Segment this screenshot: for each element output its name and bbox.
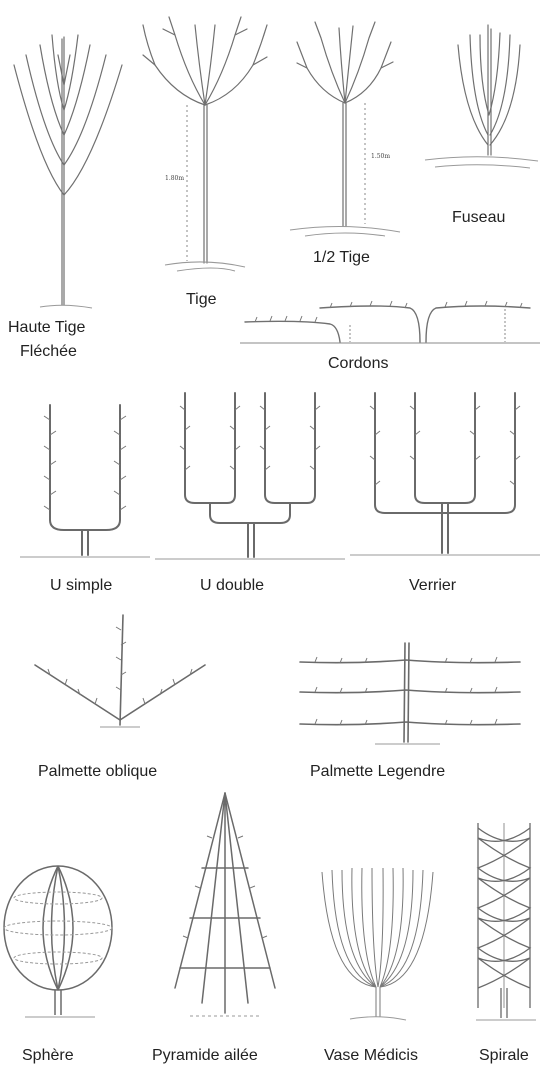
vase-medicis-drawing (310, 862, 445, 1027)
label-sphere: Sphère (22, 1046, 74, 1065)
label-cordons: Cordons (328, 354, 388, 373)
u-simple-drawing (20, 395, 150, 565)
label-fuseau: Fuseau (452, 208, 505, 227)
tige-drawing: 1.80m (135, 5, 275, 280)
palmette-legendre-drawing (295, 640, 525, 750)
label-verrier: Verrier (409, 576, 456, 595)
spirale-drawing (466, 818, 542, 1028)
sphere-drawing (0, 850, 120, 1025)
haute-tige-flechee-drawing (0, 25, 140, 315)
palmette-oblique-drawing (25, 610, 215, 735)
label-tige: Tige (186, 290, 217, 309)
demi-tige-drawing: 1.50m (285, 8, 405, 238)
label-u-double: U double (200, 576, 264, 595)
label-palmette-oblique: Palmette oblique (38, 762, 157, 781)
label-u-simple: U simple (50, 576, 112, 595)
label-pyramide-ailee: Pyramide ailée (152, 1046, 258, 1065)
u-double-drawing (155, 385, 345, 570)
label-spirale: Spirale (479, 1046, 529, 1065)
demi-tige-height: 1.50m (371, 153, 390, 160)
cordons-drawing (240, 292, 540, 347)
label-palmette-legendre: Palmette Legendre (310, 762, 445, 781)
label-vase-medicis: Vase Médicis (324, 1046, 418, 1065)
tige-height: 1.80m (165, 175, 184, 182)
label-haute-tige: Haute Tige (8, 318, 85, 337)
fuseau-drawing (420, 5, 540, 180)
label-demi-tige: 1/2 Tige (313, 248, 370, 267)
verrier-drawing (350, 385, 540, 565)
pyramide-ailee-drawing (160, 788, 290, 1033)
label-flechee: Fléchée (20, 342, 77, 361)
